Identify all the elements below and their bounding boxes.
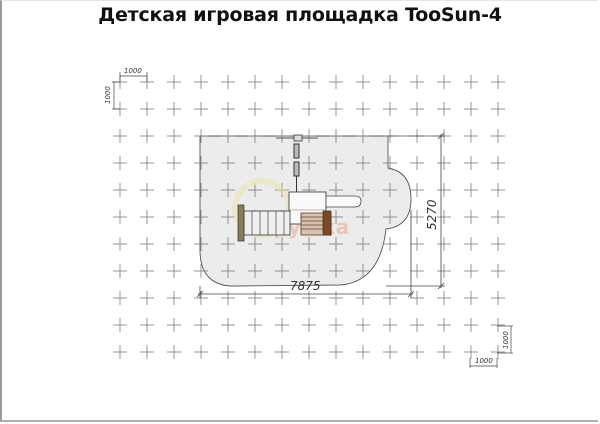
grid-scale-bottom-v-label: 1000: [502, 331, 510, 349]
grid-scale-top-left: [112, 72, 148, 110]
page-title: Детская игровая площадка TooSun-4: [98, 4, 502, 26]
height-dimension: [386, 132, 445, 290]
height-dimension-label: 5270: [425, 199, 439, 230]
grid-scale-top-h-label: 1000: [124, 67, 142, 75]
grid-scale-bottom-right: [469, 325, 513, 368]
playground-structure: [237, 134, 362, 242]
grid-scale-top-v-label: 1000: [104, 86, 112, 104]
width-dimension: [196, 210, 415, 298]
grid-scale-bottom-h-label: 1000: [475, 357, 493, 365]
width-dimension-label: 7875: [290, 279, 321, 293]
